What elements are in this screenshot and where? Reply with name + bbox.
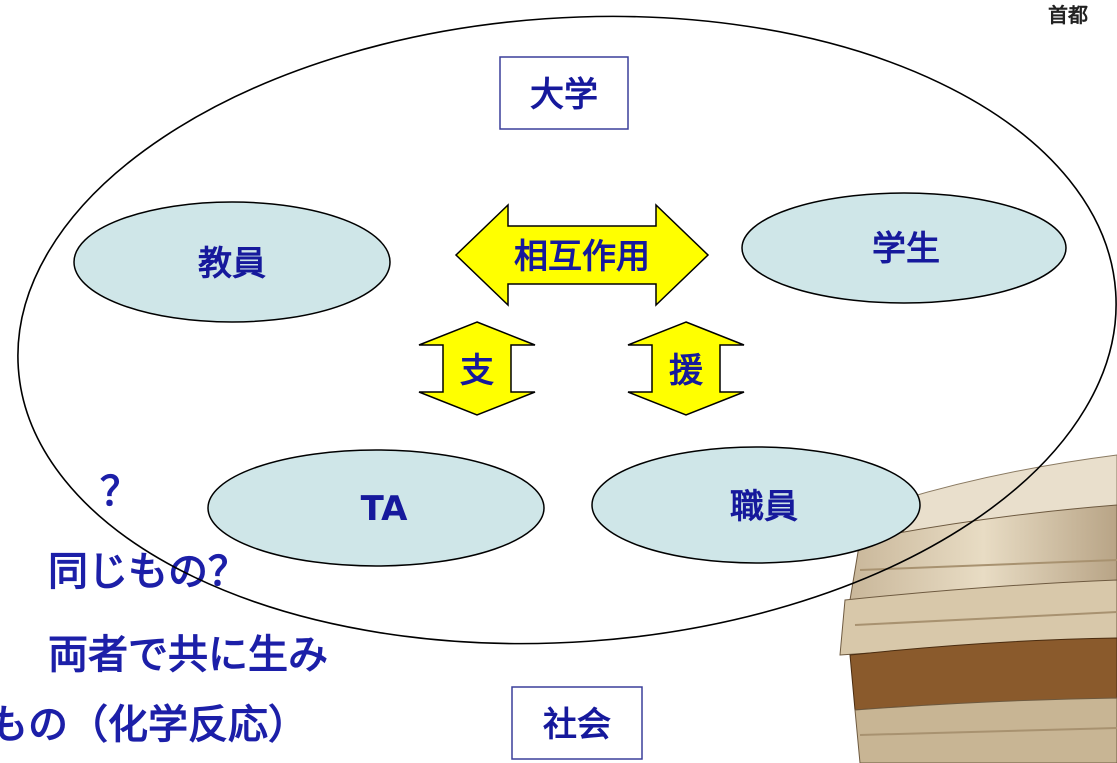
- bg-text-line2: 同じもの？: [48, 549, 248, 595]
- corner-logo-text: 首都: [1048, 3, 1088, 27]
- support-arrow-right-label: 援: [669, 351, 704, 391]
- node-students-label: 学生: [872, 229, 940, 269]
- support-arrow-left-label: 支: [460, 351, 494, 391]
- interaction-arrow-label: 相互作用: [514, 237, 650, 277]
- bg-text-line1: ？: [100, 469, 140, 515]
- support-arrow-left: [418, 321, 536, 416]
- node-staff-label: 職員: [730, 487, 798, 527]
- bg-text-line4: もの（化学反応）: [0, 702, 308, 748]
- society-label-box: [511, 686, 643, 760]
- society-label: 社会: [543, 705, 611, 745]
- university-label-box: [499, 56, 629, 130]
- node-staff: [591, 446, 921, 564]
- node-faculty: [73, 201, 391, 323]
- interaction-arrow: [454, 203, 710, 307]
- university-label: 大学: [530, 75, 598, 115]
- node-ta: [207, 449, 545, 567]
- support-arrow-right: [627, 321, 745, 416]
- node-ta-label: TA: [361, 489, 409, 529]
- node-students: [741, 192, 1067, 304]
- books-image: [839, 454, 1117, 763]
- bg-text-line3: 両者で共に生み: [48, 632, 328, 678]
- node-faculty-label: 教員: [198, 244, 266, 284]
- background-text-group: ？ 同じもの？ 両者で共に生み もの（化学反応）: [0, 469, 328, 748]
- university-boundary: [17, 15, 1117, 645]
